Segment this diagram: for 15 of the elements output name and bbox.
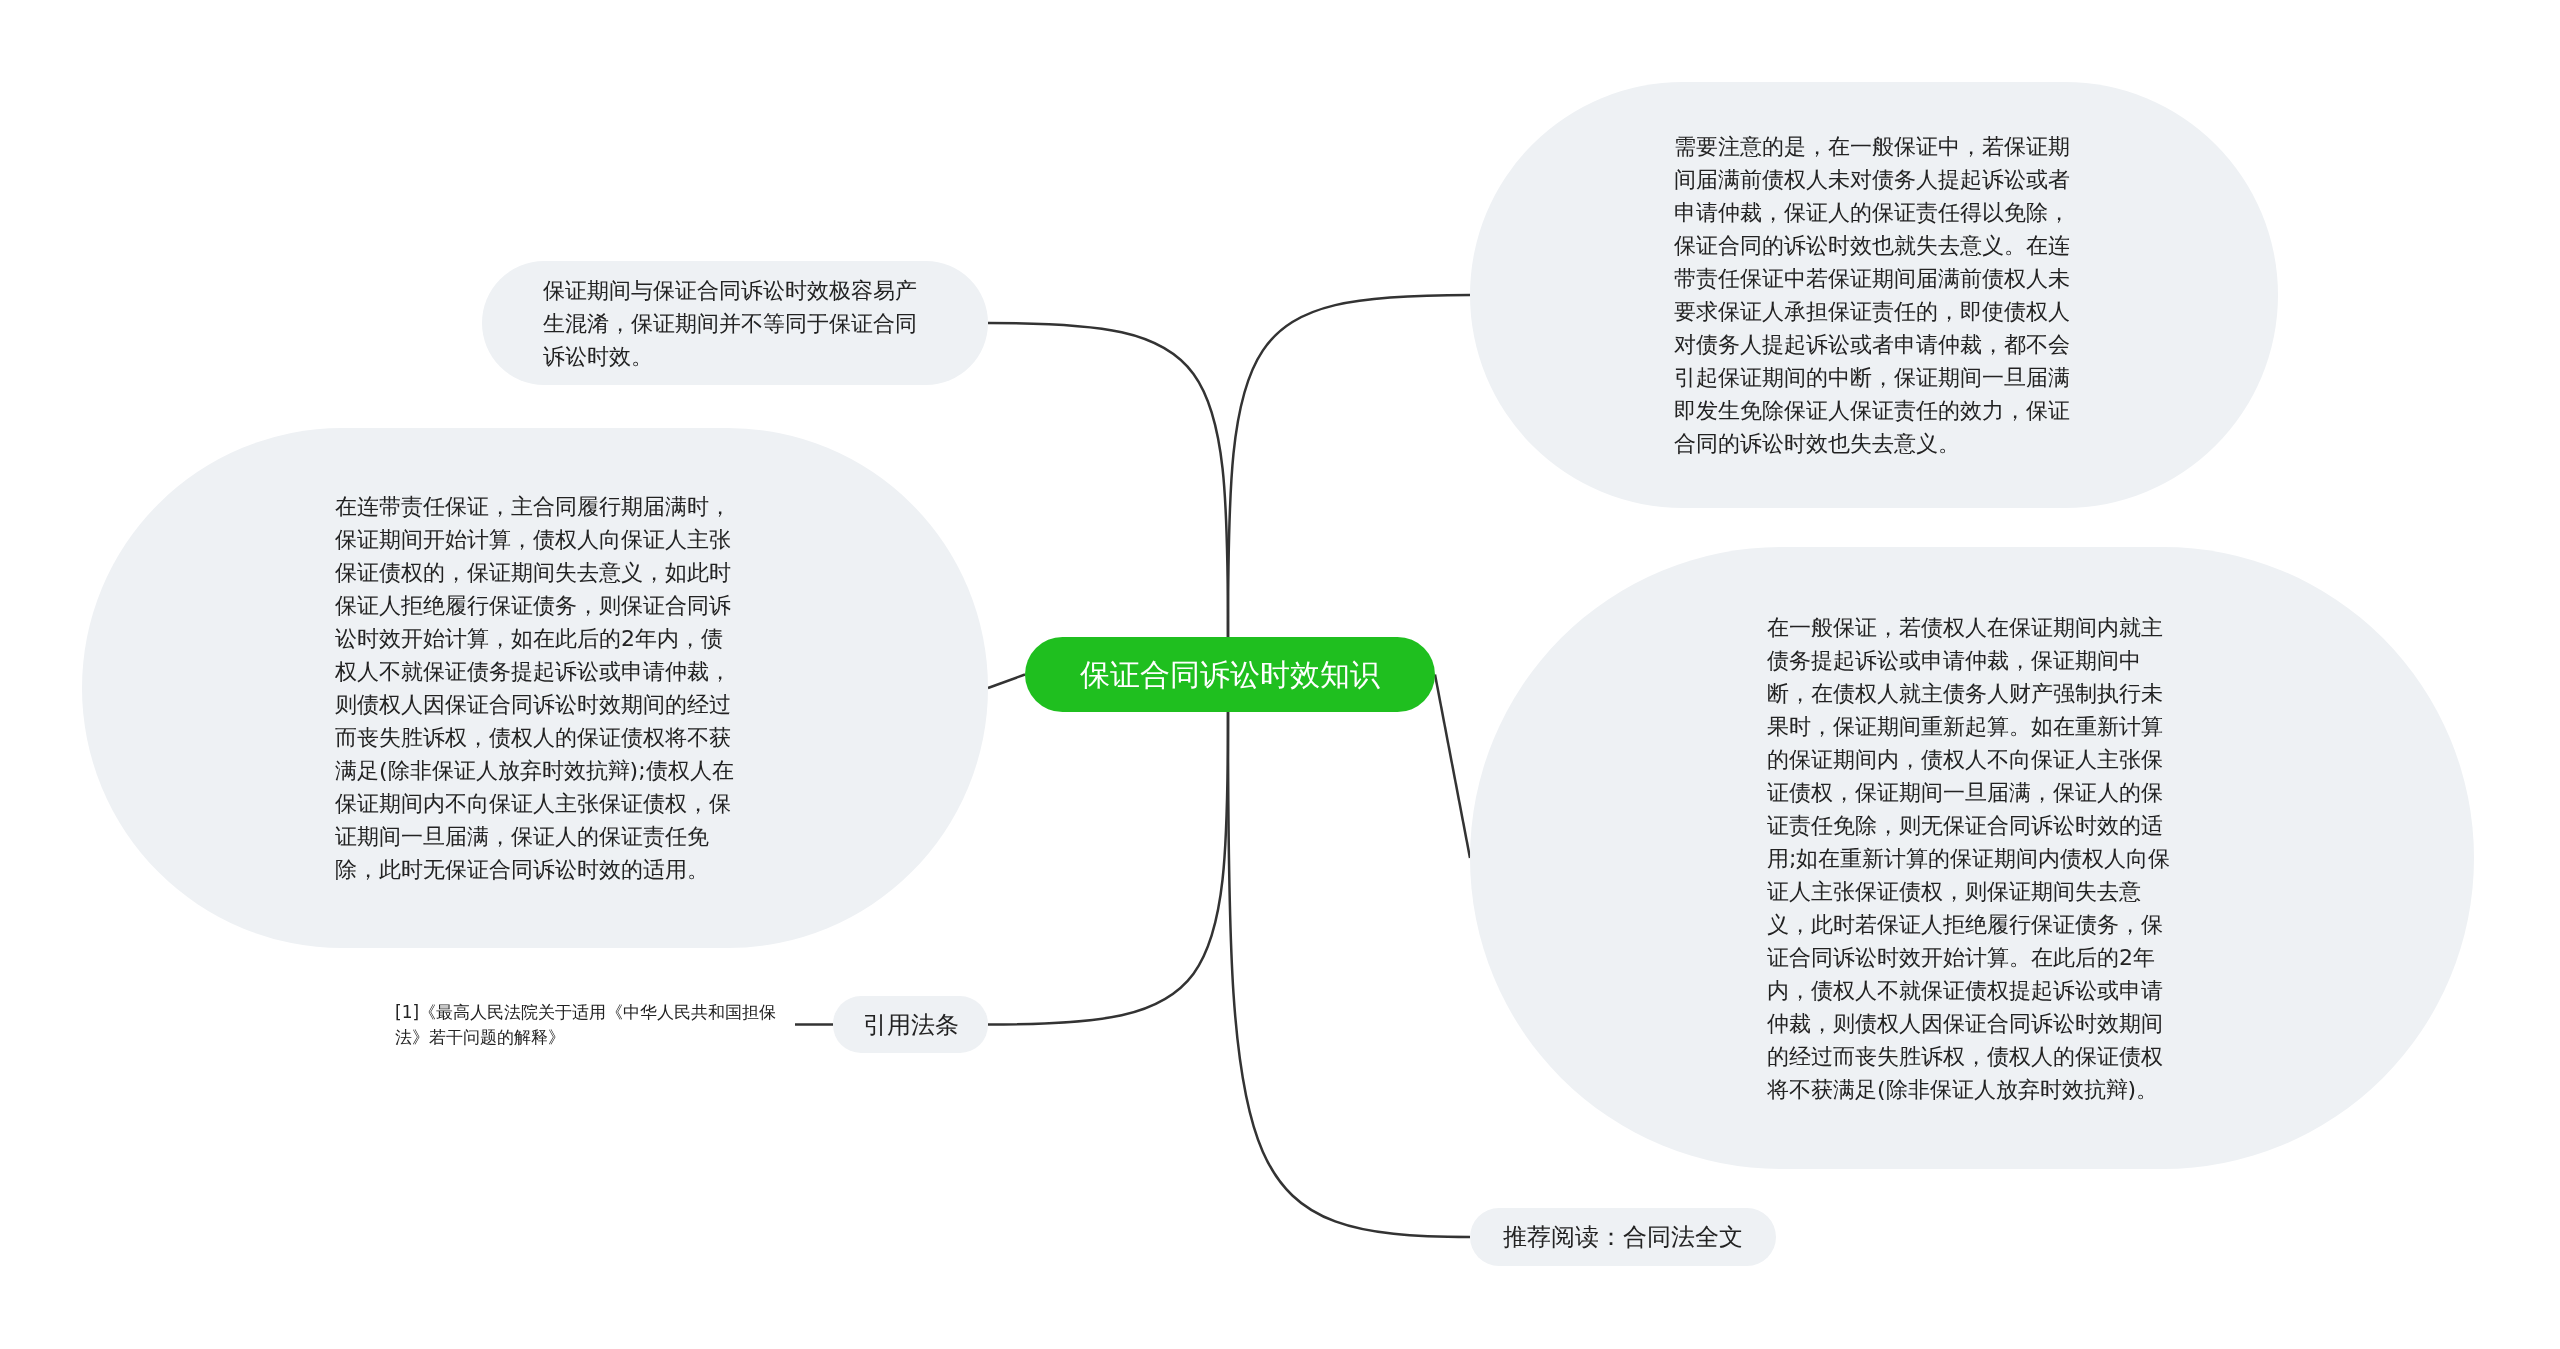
- connector-line: [795, 1023, 833, 1026]
- node-text: 保证期间与保证合同诉讼时效极容易产生混淆，保证期间并不等同于保证合同诉讼时效。: [542, 276, 918, 371]
- connector-line: [1226, 712, 1471, 1239]
- connector-line: [1226, 293, 1471, 637]
- node-text: 在连带责任保证，主合同履行期届满时，保证期间开始计算，债权人向保证人主张保证债权的，保证期间失去意义，如此时保证人拒绝履行保证债务，则保证合同诉讼时效开始计算，如在此后的2年内，债权人不就保证债务提起诉讼或申请仲裁，则债权人因保证合同诉讼时效期间的经过而丧失胜诉权，债权人的保证债权将不获满足(除非保证人放弃时效抗辩);债权人在保证期间内不向保证人主张保证债权，保证期间一旦届满，保证人的保证责任免除，此时无保证合同诉讼时效的适用。: [335, 493, 735, 884]
- node-text: 在一般保证，若债权人在保证期间内就主债务提起诉讼或申请仲裁，保证期间中断，在债权人就主债务人财产强制执行未果时，保证期间重新起算。如在重新计算的保证期间内，债权人不向保证人主张保证债权，保证期间一旦届满，保证人的保证责任免除，则无保证合同诉讼时效的适用;如在重新计算的保证期间内债权人向保证人主张保证债权，则保证期间失去意义，此时若保证人拒绝履行保证债务，保证合同诉讼时效开始计算。在此后的2年内，债权人不就保证债权提起诉讼或申请仲裁，则债权人因保证合同诉讼时效期间的经过而丧失胜诉权，债权人的保证债权将不获满足(除非保证人放弃时效抗辩)。: [1767, 613, 2172, 1104]
- topic-bubble: [833, 996, 988, 1053]
- node-text: 引用法条: [862, 1009, 959, 1041]
- node-text: 需要注意的是，在一般保证中，若保证期间届满前债权人未对债务人提起诉讼或者申请仲裁，保证人的保证责任得以免除，保证合同的诉讼时效也就失去意义。在连带责任保证中若保证期间届满前债权人未要求保证人承担保证责任的，即使债权人对债务人提起诉讼或者申请仲裁，都不会引起保证期间的中断，保证期间一旦届满即发生免除保证人保证责任的效力，保证合同的诉讼时效也失去意义。: [1674, 133, 2071, 458]
- node-text: 保证合同诉讼时效知识: [1080, 656, 1380, 694]
- node-text: 推荐阅读：合同法全文: [1503, 1222, 1743, 1253]
- connector-line: [987, 673, 1026, 690]
- central-topic: [1025, 637, 1435, 712]
- reference-text: [1]《最高人民法院关于适用《中华人民共和国担保法》若干问题的解释》: [395, 996, 795, 1053]
- connector-line: [1433, 674, 1472, 859]
